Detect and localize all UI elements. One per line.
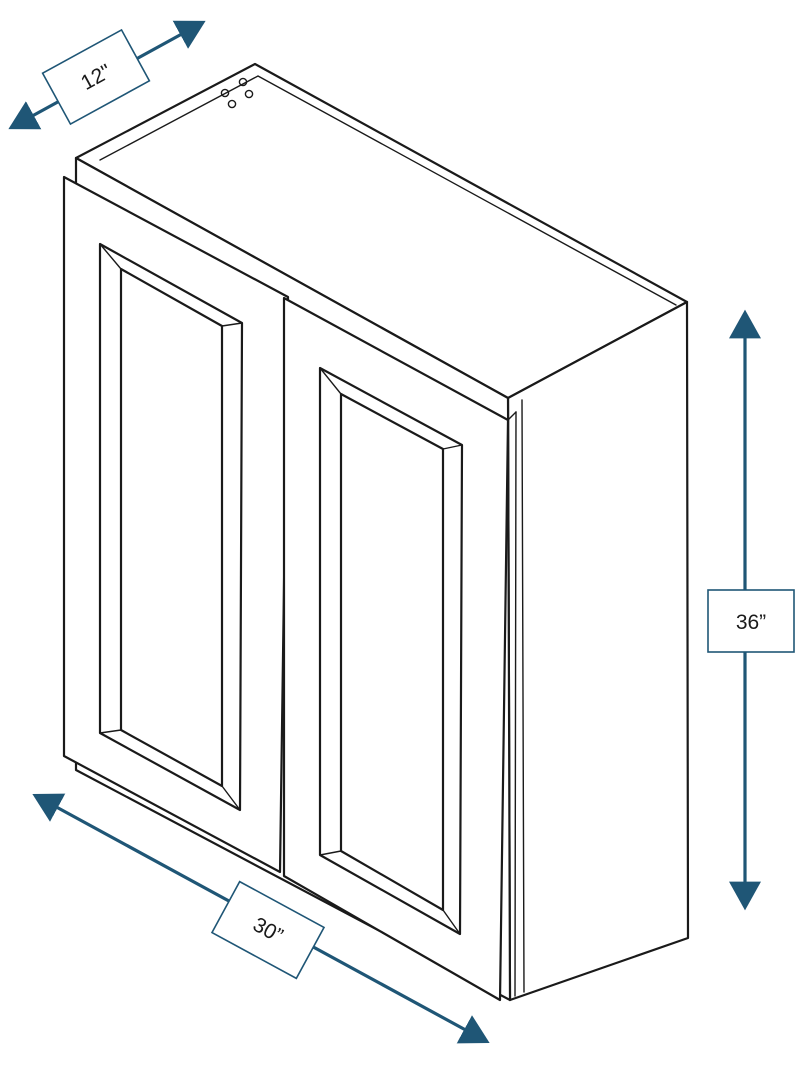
- side-panel-front-edge: [521, 399, 525, 993]
- height-dimension-label-box: [707, 589, 795, 653]
- width-dimension: 30”: [32, 793, 490, 1044]
- right-door-edge: [514, 411, 517, 997]
- hinge-hole-icon: [220, 88, 230, 98]
- right-door-bevel: [319, 367, 342, 395]
- hinge-hole-icon: [244, 89, 254, 99]
- depth-dimension: 12": [8, 20, 206, 130]
- width-dimension-label-box: [210, 880, 326, 980]
- depth-dimension-label-box: [41, 28, 151, 126]
- cabinet-top-rim: [99, 75, 677, 306]
- left-door-slab: [62, 175, 290, 874]
- height-dimension: 36”: [707, 309, 795, 911]
- left-door-bevel: [99, 243, 122, 270]
- hinge-hole-icon: [238, 77, 248, 87]
- hinge-holes: [220, 77, 254, 109]
- right-door-bevel: [442, 444, 463, 450]
- right-door-edge: [507, 411, 517, 421]
- cabinet-side-panel: [506, 300, 690, 1002]
- right-door-slab: [282, 296, 510, 1002]
- hinge-hole-icon: [227, 99, 237, 109]
- left-door-bevel: [221, 322, 243, 327]
- left-door-bevel: [99, 729, 122, 734]
- height-dimension-label: 36”: [736, 611, 766, 634]
- left-door: [62, 175, 290, 874]
- wall-cabinet: [62, 62, 690, 1002]
